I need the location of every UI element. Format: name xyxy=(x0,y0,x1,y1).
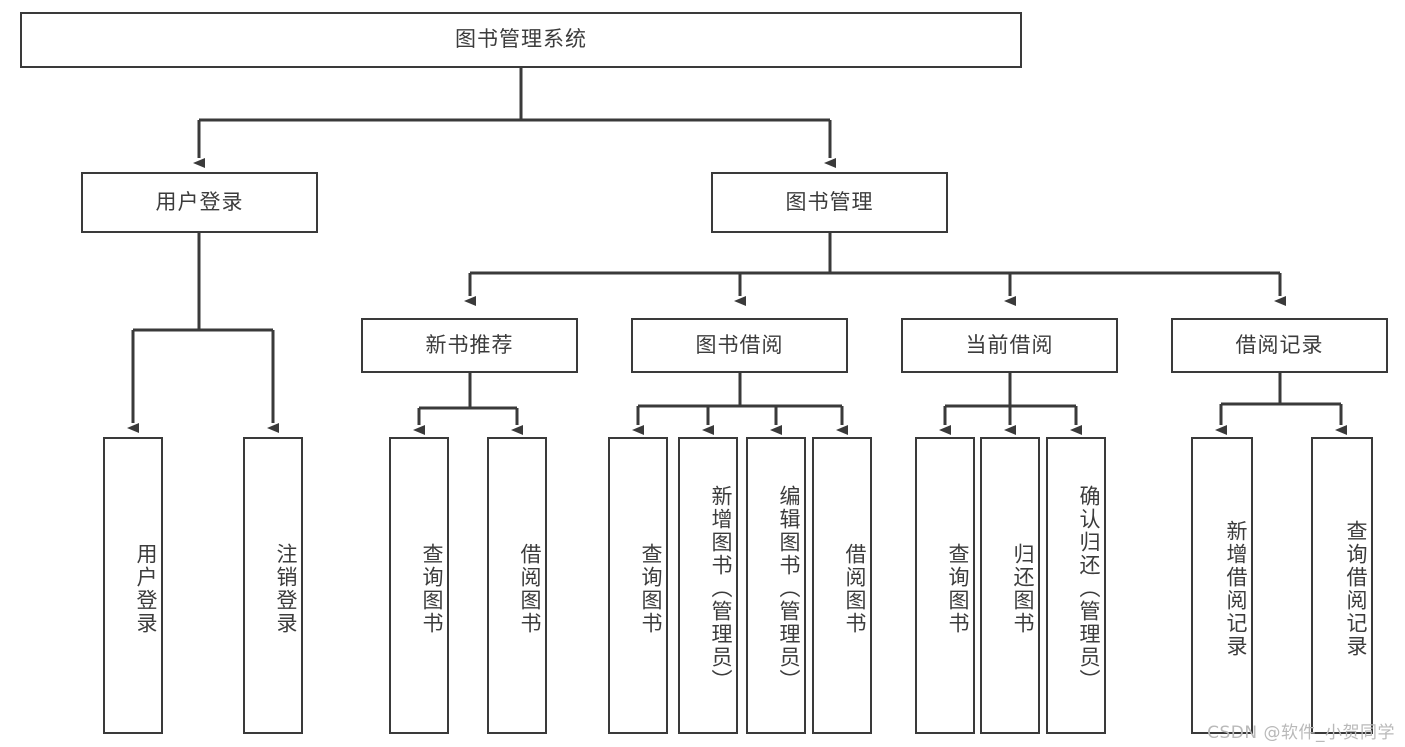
leaf-edit-book-admin[interactable]: 编辑图书（管理员） xyxy=(746,437,806,734)
leaf-confirm-return-admin-label: 确认归还（管理员） xyxy=(1077,485,1101,692)
leaf-query-borrow-record[interactable]: 查询借阅记录 xyxy=(1311,437,1373,734)
leaf-query-book-borrow-label: 查询图书 xyxy=(639,542,663,635)
watermark-text: CSDN @软件_小贺同学 xyxy=(1207,723,1395,743)
leaf-add-book-admin[interactable]: 新增图书（管理员） xyxy=(678,437,738,734)
node-current-borrow[interactable]: 当前借阅 xyxy=(901,318,1118,373)
leaf-user-logout-label: 注销登录 xyxy=(274,542,298,635)
node-current-borrow-label: 当前借阅 xyxy=(965,332,1054,357)
leaf-query-book-recommend[interactable]: 查询图书 xyxy=(389,437,449,734)
node-new-book-recommend[interactable]: 新书推荐 xyxy=(361,318,578,373)
leaf-query-book-borrow[interactable]: 查询图书 xyxy=(608,437,668,734)
leaf-query-book-current-label: 查询图书 xyxy=(946,542,970,635)
node-root-label: 图书管理系统 xyxy=(455,27,587,52)
leaf-user-login-label: 用户登录 xyxy=(134,542,158,635)
leaf-edit-book-admin-label: 编辑图书（管理员） xyxy=(777,485,801,692)
node-user-login-label: 用户登录 xyxy=(155,189,244,214)
leaf-add-book-admin-label: 新增图书（管理员） xyxy=(709,485,733,692)
leaf-user-login[interactable]: 用户登录 xyxy=(103,437,163,734)
node-book-borrow[interactable]: 图书借阅 xyxy=(631,318,848,373)
leaf-user-logout[interactable]: 注销登录 xyxy=(243,437,303,734)
leaf-query-book-current[interactable]: 查询图书 xyxy=(915,437,975,734)
leaf-borrow-book-borrow[interactable]: 借阅图书 xyxy=(812,437,872,734)
leaf-query-book-recommend-label: 查询图书 xyxy=(420,542,444,635)
leaf-add-borrow-record-label: 新增借阅记录 xyxy=(1224,519,1248,658)
node-book-management-label: 图书管理 xyxy=(785,189,874,214)
leaf-query-borrow-record-label: 查询借阅记录 xyxy=(1344,519,1368,658)
node-borrow-record[interactable]: 借阅记录 xyxy=(1171,318,1388,373)
node-borrow-record-label: 借阅记录 xyxy=(1235,332,1324,357)
leaf-return-book-label: 归还图书 xyxy=(1011,542,1035,635)
node-new-book-recommend-label: 新书推荐 xyxy=(425,332,514,357)
leaf-confirm-return-admin[interactable]: 确认归还（管理员） xyxy=(1046,437,1106,734)
node-book-borrow-label: 图书借阅 xyxy=(695,332,784,357)
leaf-borrow-book-borrow-label: 借阅图书 xyxy=(843,542,867,635)
leaf-add-borrow-record[interactable]: 新增借阅记录 xyxy=(1191,437,1253,734)
leaf-borrow-book-recommend[interactable]: 借阅图书 xyxy=(487,437,547,734)
node-user-login[interactable]: 用户登录 xyxy=(81,172,318,233)
leaf-return-book[interactable]: 归还图书 xyxy=(980,437,1040,734)
leaf-borrow-book-recommend-label: 借阅图书 xyxy=(518,542,542,635)
node-root[interactable]: 图书管理系统 xyxy=(20,12,1022,68)
node-book-management[interactable]: 图书管理 xyxy=(711,172,948,233)
